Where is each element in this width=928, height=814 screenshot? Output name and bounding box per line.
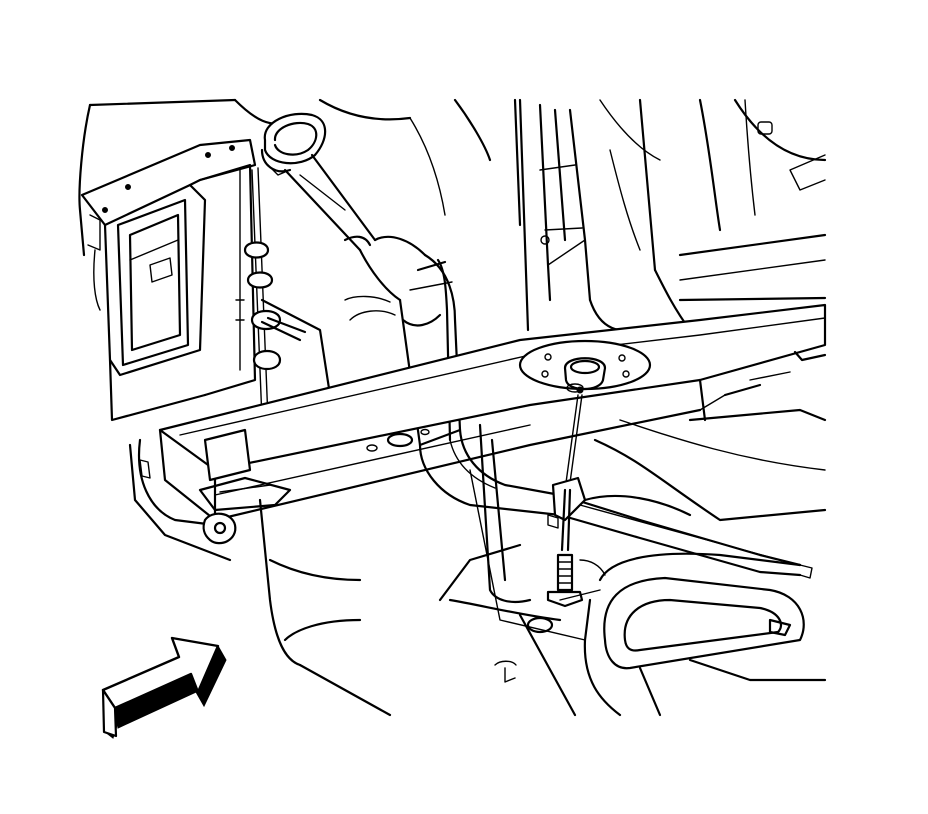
rear-wheelhouse: [559, 552, 827, 717]
body-panel: [78, 98, 827, 332]
mounting-bracket: [80, 138, 257, 422]
frame-rail: [128, 303, 827, 562]
center-pillar: [518, 98, 647, 332]
fuel-tank: [258, 350, 827, 717]
flange-plate: [518, 339, 652, 491]
direction-arrow: [101, 636, 227, 739]
filler-neck-cap: [260, 112, 327, 176]
hose-clips: [243, 167, 332, 421]
fuel-filler-pipe: [283, 153, 813, 579]
pipe-clip: [547, 476, 587, 552]
